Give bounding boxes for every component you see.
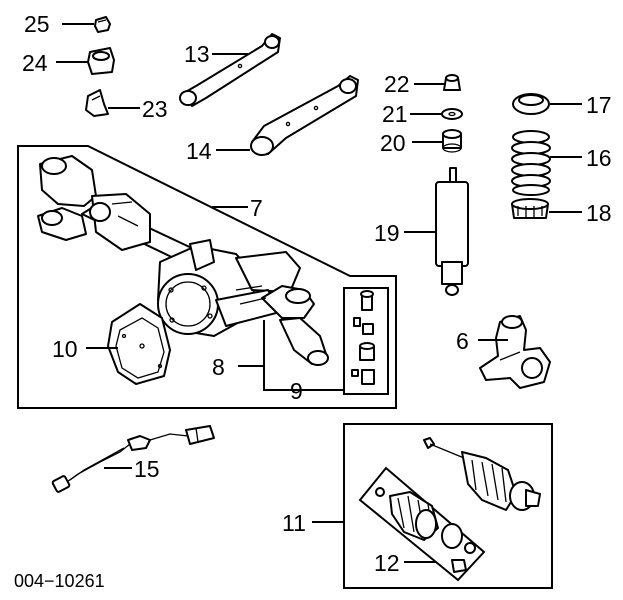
- part-15-sensor-cable: [51, 425, 215, 493]
- callout-17: 17: [586, 92, 612, 118]
- callout-11: 11: [282, 510, 306, 536]
- callout-7: 7: [250, 195, 263, 221]
- part-9-ball-joints: [351, 290, 375, 385]
- part-12-cv-boot: [375, 487, 476, 573]
- leader-8: [238, 320, 265, 367]
- callout-20: 20: [380, 130, 406, 156]
- part-22-nut: [443, 74, 461, 91]
- part-11-cv-box: [343, 423, 553, 589]
- callout-10: 10: [52, 336, 78, 362]
- callout-6: 6: [456, 328, 469, 354]
- part-17-isolator: [512, 93, 550, 115]
- diagram-code: 004−10261: [14, 571, 105, 591]
- part-14-lower-control-arm: [250, 75, 359, 156]
- part-13-upper-control-arm: [179, 33, 281, 107]
- callout-23: 23: [142, 96, 168, 122]
- part-19-shock-absorber: [435, 167, 469, 296]
- part-11-cv-shaft: [423, 437, 541, 511]
- callout-13: 13: [184, 41, 210, 67]
- callout-9: 9: [290, 378, 303, 404]
- callout-25: 25: [24, 11, 50, 37]
- part-10-diff-cover: [107, 303, 171, 385]
- callout-15: 15: [134, 456, 160, 482]
- part-12-boot-kit-outline: [358, 466, 486, 582]
- callout-19: 19: [374, 220, 400, 246]
- callout-24: 24: [22, 50, 48, 76]
- part-9-ball-joint-box: [343, 287, 389, 395]
- part-16-coil-spring: [511, 130, 551, 196]
- callout-16: 16: [586, 145, 612, 171]
- part-23-bracket: [85, 89, 109, 117]
- callout-21: 21: [382, 101, 408, 127]
- callout-22: 22: [384, 71, 410, 97]
- part-24-bushing: [87, 47, 115, 75]
- leader-9: [263, 366, 344, 391]
- part-6-steering-knuckle: [479, 315, 551, 389]
- callout-14: 14: [186, 138, 212, 164]
- part-20-bushing: [442, 129, 462, 153]
- part-18-spring-seat: [511, 198, 549, 219]
- part-21-washer: [441, 108, 463, 120]
- part-7-axle-housing: [37, 155, 329, 366]
- part-25-clip: [94, 16, 111, 33]
- callout-12: 12: [374, 550, 400, 576]
- axle-group-outline: [17, 145, 397, 409]
- callout-8: 8: [212, 354, 225, 380]
- callout-18: 18: [586, 200, 612, 226]
